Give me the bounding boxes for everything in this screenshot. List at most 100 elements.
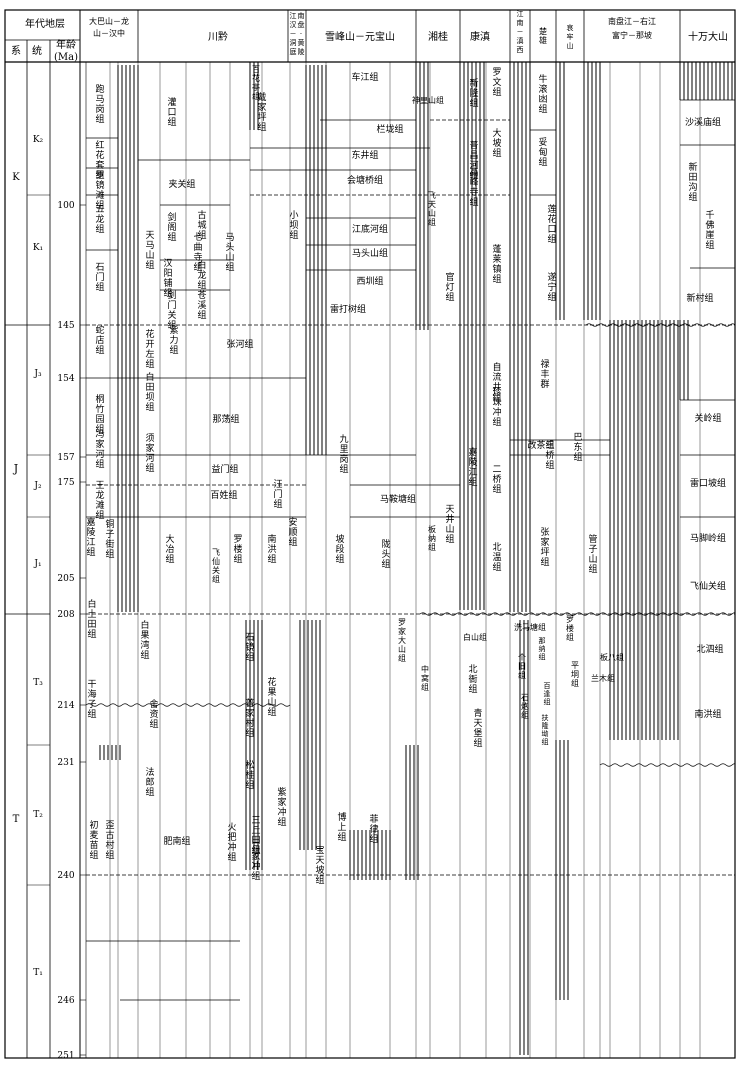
- header-series: 统: [32, 44, 42, 57]
- formation-label: 个旧组: [518, 653, 526, 680]
- formation-label: 南洪组: [267, 533, 276, 565]
- formation-label: 普家村组: [245, 697, 254, 739]
- formation-label: 王龙滩组: [95, 480, 104, 521]
- formation-label: 栏垅组: [376, 123, 403, 135]
- formation-label: 千佛崖组: [705, 210, 714, 251]
- formation-label: 管子山组: [588, 533, 597, 575]
- formation-label: 那荡组: [212, 413, 239, 425]
- age-tick-label: 246: [57, 996, 74, 1006]
- formation-label: 飞仙关组: [212, 548, 220, 584]
- formation-label: 雷打树组: [330, 303, 366, 315]
- formation-label: 高峰寺组: [469, 166, 478, 208]
- formation-label: 大冶组: [165, 533, 174, 565]
- formation-label: 夹关组: [168, 178, 195, 190]
- formation-label: 三丘田组: [251, 816, 260, 856]
- age-tick-label: 208: [57, 610, 74, 620]
- formation-label: 牛滚凼组: [538, 73, 547, 115]
- formation-label: 安顺组: [288, 516, 297, 548]
- formation-label: 干海子组: [87, 679, 96, 720]
- formation-label: 益门组: [211, 463, 238, 475]
- formation-label: 天井山组: [445, 505, 454, 545]
- formation-label: 飞天山组: [428, 191, 436, 227]
- formation-label: 桐竹园组: [95, 393, 104, 435]
- header-region-5: 湘桂: [428, 30, 448, 43]
- age-tick-label: 154: [57, 374, 74, 384]
- header-region-2: 川黔: [208, 30, 228, 43]
- formation-label: 松桂组: [245, 759, 254, 791]
- formation-label: 马头山组: [352, 247, 388, 259]
- formation-label: 博上组: [337, 811, 346, 843]
- header-region: 南盘·黄陵: [298, 11, 305, 56]
- age-tick-label: 231: [57, 758, 74, 768]
- formation-label: 张河组: [226, 338, 253, 350]
- formation-label: 飞仙关组: [690, 580, 726, 592]
- formation-label: 石炮组: [521, 693, 529, 720]
- series-label: T₂: [33, 810, 43, 820]
- series-label: K₂: [33, 135, 44, 145]
- formation-label: 会塘桥组: [347, 174, 383, 186]
- age-tick-label: 205: [57, 574, 74, 584]
- series-label: T₁: [33, 968, 43, 978]
- formation-label: 剑门关组: [167, 289, 176, 331]
- age-tick-label: 157: [57, 453, 74, 463]
- formation-label: 百姓组: [210, 489, 237, 501]
- formation-label: 珍珠冲组: [492, 386, 501, 428]
- formation-label: 青天堡组: [473, 707, 482, 749]
- formation-label: 关岭组: [694, 412, 721, 424]
- formation-label: 罗楼组: [233, 534, 242, 565]
- formation-label: 平垌组: [571, 661, 579, 688]
- formation-label: 坡段组: [335, 533, 344, 565]
- unconformity-line: [585, 323, 736, 327]
- formation-label: 板纳组: [428, 524, 436, 552]
- formation-label: 北泗组: [696, 643, 723, 655]
- formation-label: 西圳组: [356, 275, 383, 287]
- formation-label: 百逢组: [544, 682, 551, 706]
- age-tick-label: 145: [57, 321, 74, 331]
- formation-label: 三桥组: [545, 441, 554, 471]
- formation-label: 歪古村组: [105, 820, 114, 861]
- formation-label: 罗镜滩组: [95, 170, 104, 211]
- formation-label: 罗家大山组: [398, 618, 406, 663]
- series-label: J₃: [33, 369, 42, 379]
- formation-label: 马头山组: [225, 232, 234, 273]
- formation-label: 雷口坡组: [690, 477, 726, 489]
- formation-label: 禄丰群: [540, 358, 549, 390]
- formation-label: 陇头组: [381, 538, 390, 570]
- formation-label: 沙溪庙组: [685, 116, 721, 128]
- formation-label: 南洪组: [694, 708, 721, 720]
- header-region: 江南－滇西: [517, 10, 524, 54]
- formation-label: 紫力组: [169, 325, 178, 356]
- formation-label: 车江组: [351, 71, 378, 83]
- formation-label: 小坝组: [289, 210, 298, 241]
- system-label: J: [13, 462, 18, 475]
- header-region: 楚雄: [539, 26, 547, 45]
- formation-label: 新田沟组: [688, 161, 697, 203]
- formation-label: 红花套组: [95, 139, 104, 181]
- boundary-lines: [4, 9, 736, 1059]
- age-tick-label: 100: [57, 201, 74, 211]
- formation-label: 白田坝组: [145, 371, 154, 413]
- header-age-unit: (Ma): [54, 52, 78, 63]
- series-label: T₃: [33, 678, 43, 688]
- header-region: 大巴山－龙: [89, 16, 129, 26]
- formation-label: 兰木组: [591, 673, 615, 683]
- unconformity-line: [85, 703, 291, 707]
- formation-label: 石门组: [95, 263, 104, 293]
- age-tick-label: 175: [57, 478, 74, 488]
- formation-label: 百花亭组: [252, 65, 260, 101]
- chart-frame: [4, 9, 736, 1059]
- formation-label: 北温组: [492, 542, 501, 573]
- formation-label: 新村组: [686, 292, 713, 304]
- formation-label: 张家坪组: [540, 527, 549, 568]
- formation-label: 那纳组: [539, 637, 546, 661]
- formation-label: 蓬莱镇组: [492, 243, 501, 285]
- series-label: K₁: [33, 243, 43, 253]
- formation-label: 改茶组: [527, 439, 554, 451]
- formation-label: 普昌河组: [469, 139, 478, 181]
- formation-label: 嘉陵江组: [468, 446, 477, 488]
- formation-label: 神皇山组: [412, 95, 444, 105]
- formation-label: 须家河组: [145, 433, 154, 474]
- formation-label: 洗马塘组: [514, 622, 546, 632]
- formation-label: 九里岗组: [339, 434, 348, 475]
- formation-label: 遂宁组: [547, 271, 556, 303]
